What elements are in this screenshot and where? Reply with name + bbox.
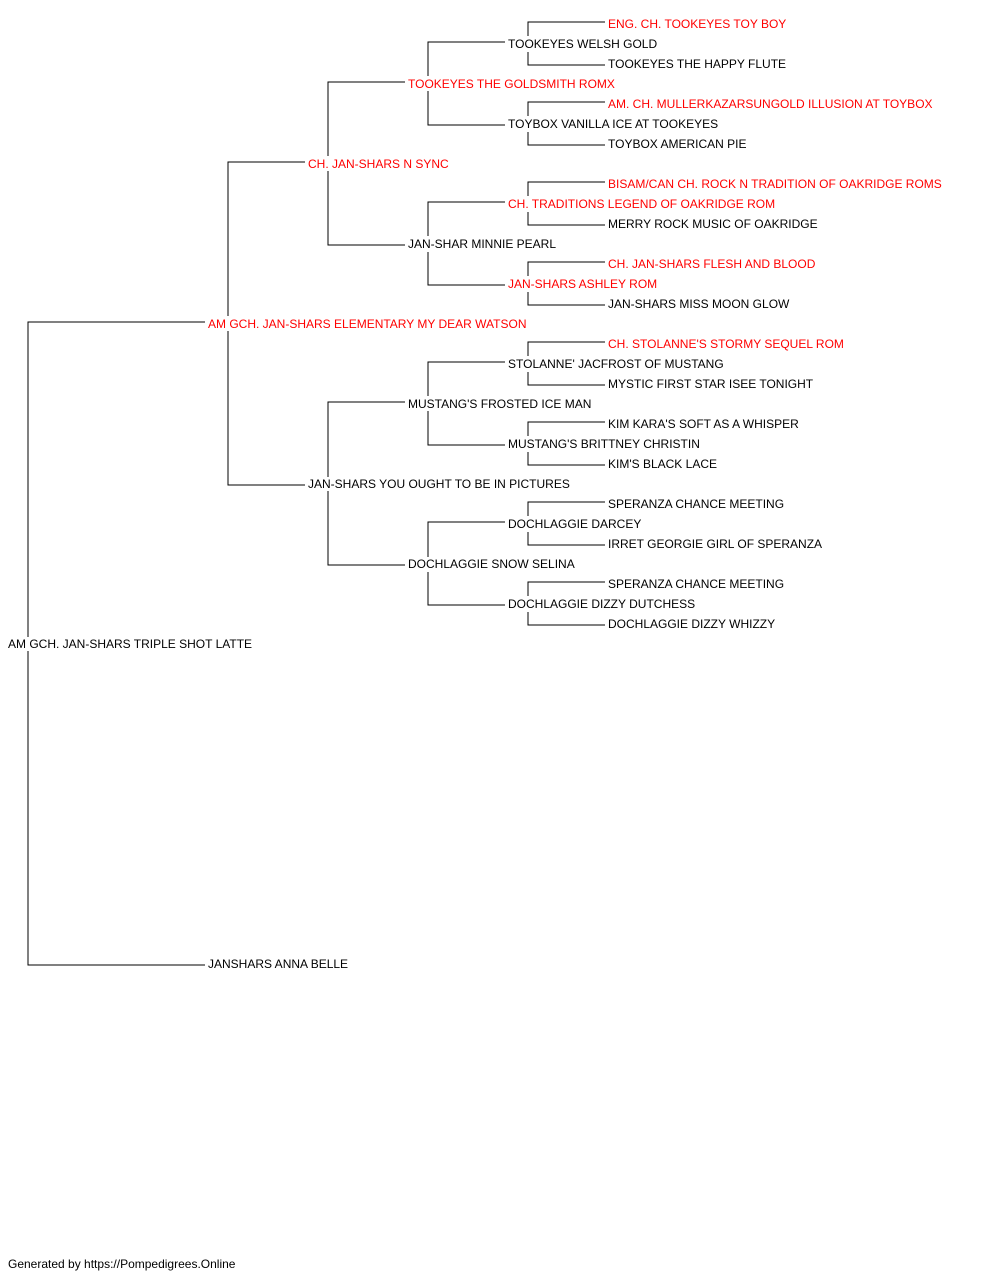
pedigree-sire-dam: JAN-SHARS YOU OUGHT TO BE IN PICTURES xyxy=(307,477,571,491)
pedigree-sire-sire: CH. JAN-SHARS N SYNC xyxy=(307,157,450,171)
connector-gen5-6 xyxy=(527,212,605,226)
connector-gen5-12 xyxy=(527,452,605,466)
pedigree-sire: AM GCH. JAN-SHARS ELEMENTARY MY DEAR WAT… xyxy=(207,317,528,331)
pedigree-gen5-node: SPERANZA CHANCE MEETING xyxy=(607,577,786,591)
connector-gen4-f xyxy=(427,411,505,446)
pedigree-gen5-node: CH. STOLANNE'S STORMY SEQUEL ROM xyxy=(607,337,845,351)
connector-group xyxy=(27,21,605,966)
pedigree-gen4-node: DOCHLAGGIE DIZZY DUTCHESS xyxy=(507,597,697,611)
pedigree-gen5-node: MERRY ROCK MUSIC OF OAKRIDGE xyxy=(607,217,819,231)
pedigree-gen4-node: CH. TRADITIONS LEGEND OF OAKRIDGE ROM xyxy=(507,197,777,211)
connector-gen4-e xyxy=(427,361,505,396)
connector-gen4-h xyxy=(427,572,505,606)
connector-gen5-9 xyxy=(527,341,605,356)
connector-gen5-15 xyxy=(527,581,605,596)
pedigree-gen4-node: DOCHLAGGIE DARCEY xyxy=(507,517,643,531)
connector-gen3-c xyxy=(327,401,405,477)
connector-subject-sire xyxy=(27,321,205,637)
pedigree-gen5-node: ENG. CH. TOOKEYES TOY BOY xyxy=(607,17,788,31)
connector-sire-dam xyxy=(227,331,305,486)
connector-gen5-11 xyxy=(527,421,605,436)
connector-gen3-a xyxy=(327,81,405,156)
connector-gen4-a xyxy=(427,41,505,76)
pedigree-gen5-node: CH. JAN-SHARS FLESH AND BLOOD xyxy=(607,257,817,271)
connector-gen5-4 xyxy=(527,132,605,146)
connector-gen3-b xyxy=(327,171,405,246)
pedigree-gen4-node: STOLANNE' JACFROST OF MUSTANG xyxy=(507,357,725,371)
pedigree-gen5-node: IRRET GEORGIE GIRL OF SPERANZA xyxy=(607,537,824,551)
pedigree-gen5-node: JAN-SHARS MISS MOON GLOW xyxy=(607,297,791,311)
generated-by-footer: Generated by https://Pompedigrees.Online xyxy=(8,1257,236,1271)
pedigree-gen4-node: JAN-SHARS ASHLEY ROM xyxy=(507,277,659,291)
connector-gen5-2 xyxy=(527,52,605,66)
pedigree-gen5-node: KIM KARA'S SOFT AS A WHISPER xyxy=(607,417,800,431)
pedigree-sire-dam-sire: MUSTANG'S FROSTED ICE MAN xyxy=(407,397,593,411)
connector-gen5-3 xyxy=(527,101,605,116)
pedigree-gen5-node: AM. CH. MULLERKAZARSUNGOLD ILLUSION AT T… xyxy=(607,97,934,111)
pedigree-gen5-node: KIM'S BLACK LACE xyxy=(607,457,718,471)
pedigree-gen4-node: TOOKEYES WELSH GOLD xyxy=(507,37,659,51)
connector-sire-sire xyxy=(227,161,305,316)
connector-gen5-14 xyxy=(527,532,605,546)
connector-gen5-5 xyxy=(527,181,605,196)
connector-gen5-1 xyxy=(527,21,605,36)
pedigree-gen5-node: SPERANZA CHANCE MEETING xyxy=(607,497,786,511)
pedigree-gen5-node: TOOKEYES THE HAPPY FLUTE xyxy=(607,57,788,71)
pedigree-subject: AM GCH. JAN-SHARS TRIPLE SHOT LATTE xyxy=(7,637,254,651)
connector-gen5-13 xyxy=(527,501,605,516)
connector-gen3-d xyxy=(327,491,405,566)
pedigree-gen4-node: MUSTANG'S BRITTNEY CHRISTIN xyxy=(507,437,701,451)
pedigree-gen5-node: DOCHLAGGIE DIZZY WHIZZY xyxy=(607,617,777,631)
connector-subject-dam xyxy=(27,651,205,966)
connector-gen5-8 xyxy=(527,292,605,306)
connector-gen4-d xyxy=(427,252,505,286)
pedigree-dam: JANSHARS ANNA BELLE xyxy=(207,957,350,971)
connector-gen5-7 xyxy=(527,261,605,276)
pedigree-gen5-node: MYSTIC FIRST STAR ISEE TONIGHT xyxy=(607,377,815,391)
pedigree-sire-dam-dam: DOCHLAGGIE SNOW SELINA xyxy=(407,557,576,571)
pedigree-gen4-node: TOYBOX VANILLA ICE AT TOOKEYES xyxy=(507,117,720,131)
pedigree-gen5-node: TOYBOX AMERICAN PIE xyxy=(607,137,748,151)
connector-gen4-g xyxy=(427,521,505,557)
pedigree-gen5-node: BISAM/CAN CH. ROCK N TRADITION OF OAKRID… xyxy=(607,177,943,191)
connector-gen5-16 xyxy=(527,612,605,626)
connector-gen4-b xyxy=(427,91,505,126)
connector-gen4-c xyxy=(427,201,505,236)
pedigree-sire-sire-sire: TOOKEYES THE GOLDSMITH ROMX xyxy=(407,77,616,91)
connector-gen5-10 xyxy=(527,372,605,386)
pedigree-sire-sire-dam: JAN-SHAR MINNIE PEARL xyxy=(407,237,558,251)
